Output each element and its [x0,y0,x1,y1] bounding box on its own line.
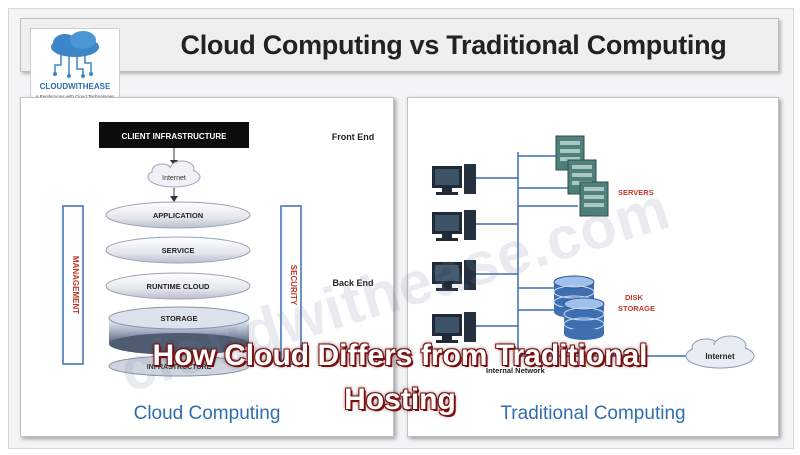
logo: CLOUDWITHEASE A Rendezvous with Cloud Te… [30,28,120,104]
cloud-logo-icon [51,31,99,78]
storage-label: STORAGE [161,314,198,323]
service-layer [105,236,251,264]
runtime-cloud-label: RUNTIME CLOUD [147,282,210,291]
management-bar [62,205,84,365]
cloud-computing-panel: CLIENT INFRASTRUCTURE Front End Internet… [20,97,394,437]
overlay-heading-line1: How Cloud Differs from Traditional [152,339,648,372]
storage-label: STORAGE [618,304,655,313]
internet-label: Internet [162,175,186,182]
internal-network-label: Internal Network [486,366,546,375]
internet-cloud-icon [685,335,755,369]
internet-cloud-icon [147,160,201,188]
page-title: Cloud Computing vs Traditional Computing [180,30,727,60]
computer-icon [432,164,476,195]
client-infrastructure-label: CLIENT INFRASTRUCTURE [122,132,228,141]
security-label: SECURITY [289,265,298,306]
client-infrastructure-box [99,122,249,148]
computer-icon [432,260,476,291]
traditional-computing-panel: SERVERS DISK STORAGE Internal Network In… [407,97,779,437]
cloud-computing-caption: Cloud Computing [133,403,281,424]
management-label: MANAGEMENT [71,256,80,314]
overlay-heading-line2: Hosting [344,383,456,416]
computer-icon [432,210,476,241]
storage-disc [108,306,250,355]
logo-name: CLOUDWITHEASE [39,82,111,91]
title-banner: Cloud Computing vs Traditional Computing [20,18,779,72]
logo-tagline: A Rendezvous with Cloud Technologies [33,93,117,101]
computer-icon [432,312,476,343]
back-end-label: Back End [332,278,373,288]
service-label: SERVICE [162,246,195,255]
traditional-diagram: SERVERS DISK STORAGE Internal Network In… [432,135,755,375]
servers-label: SERVERS [618,188,654,197]
cloud-diagram: CLIENT INFRASTRUCTURE Front End Internet… [62,122,375,377]
infrastructure-layer [108,355,250,377]
traditional-computing-caption: Traditional Computing [500,403,686,424]
overlay-heading: How Cloud Differs from Traditional Hosti… [60,334,740,424]
server-rack-icon [579,181,609,217]
runtime-cloud-layer [105,272,251,300]
disk-storage-icon [553,275,605,340]
security-bar [280,205,302,365]
application-layer [105,201,251,229]
infrastructure-label: INFRASTRUCTURE [147,364,212,371]
disk-label: DISK [625,293,644,302]
internet-label: Internet [705,352,735,361]
application-label: APPLICATION [153,211,203,220]
front-end-label: Front End [332,132,375,142]
